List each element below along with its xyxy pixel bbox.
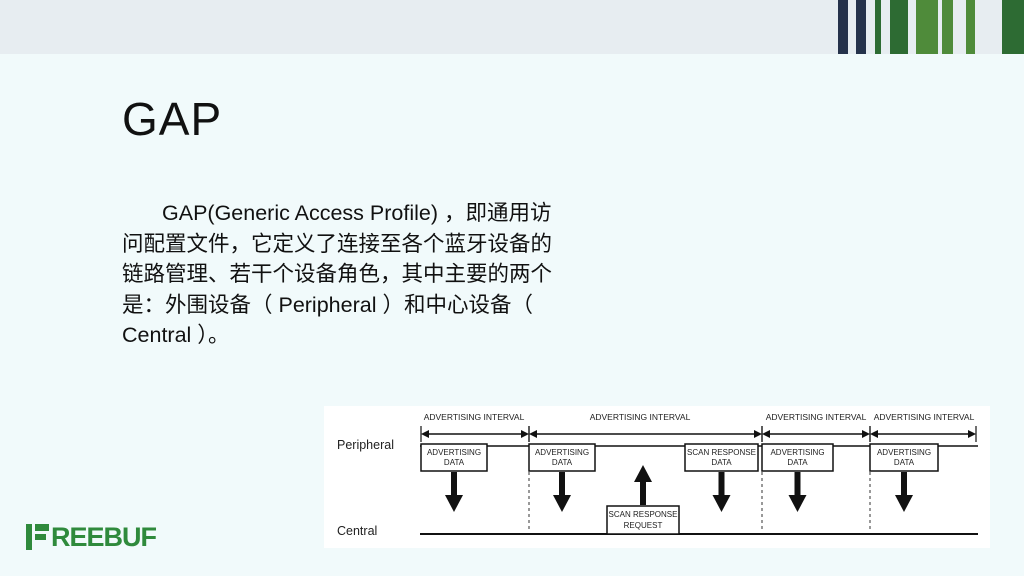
data-box-label: ADVERTISING bbox=[770, 448, 824, 457]
deco-bar bbox=[875, 0, 881, 54]
deco-bar bbox=[890, 0, 908, 54]
down-arrow-shaft bbox=[559, 472, 565, 497]
data-box bbox=[761, 443, 834, 472]
data-box bbox=[869, 443, 939, 472]
interval-arrowhead bbox=[968, 430, 976, 438]
slide-body-text: GAP(Generic Access Profile) ，即通用访问配置文件，它… bbox=[122, 201, 553, 347]
interval-arrowhead bbox=[421, 430, 429, 438]
data-box bbox=[684, 443, 759, 472]
interval-arrowhead bbox=[870, 430, 878, 438]
data-box-label: DATA bbox=[552, 458, 573, 467]
data-box bbox=[420, 443, 488, 472]
interval-label: ADVERTISING INTERVAL bbox=[590, 412, 691, 422]
deco-bar bbox=[942, 0, 953, 54]
deco-bar bbox=[838, 0, 848, 54]
freebuf-logo: REEBUF bbox=[24, 520, 157, 554]
data-box-label: DATA bbox=[787, 458, 808, 467]
down-arrowhead bbox=[553, 495, 571, 512]
interval-arrowhead bbox=[754, 430, 762, 438]
logo-text: REEBUF bbox=[51, 521, 157, 552]
slide-title: GAP bbox=[122, 93, 223, 145]
deco-bar bbox=[916, 0, 938, 54]
down-arrowhead bbox=[788, 495, 807, 512]
interval-label: ADVERTISING INTERVAL bbox=[424, 412, 525, 422]
scan-request-label: REQUEST bbox=[624, 521, 663, 530]
up-arrowhead bbox=[634, 465, 652, 482]
down-arrow-shaft bbox=[451, 472, 457, 497]
deco-bar bbox=[1002, 0, 1024, 54]
interval-label: ADVERTISING INTERVAL bbox=[766, 412, 867, 422]
down-arrowhead bbox=[895, 495, 913, 512]
interval-label: ADVERTISING INTERVAL bbox=[874, 412, 975, 422]
logo-f-mark bbox=[24, 523, 50, 551]
down-arrowhead bbox=[712, 495, 731, 512]
interval-arrowhead bbox=[521, 430, 529, 438]
interval-arrowhead bbox=[862, 430, 870, 438]
down-arrow-shaft bbox=[901, 472, 907, 497]
data-box-label: DATA bbox=[894, 458, 915, 467]
deco-bar bbox=[966, 0, 975, 54]
top-band bbox=[0, 0, 1024, 54]
down-arrowhead bbox=[445, 495, 463, 512]
deco-bar bbox=[856, 0, 866, 54]
data-box-label: DATA bbox=[711, 458, 732, 467]
scan-request-box bbox=[606, 505, 680, 535]
peripheral-label: Peripheral bbox=[337, 438, 394, 452]
down-arrow-shaft bbox=[718, 472, 725, 497]
up-arrow-shaft bbox=[640, 480, 646, 505]
data-box-label: ADVERTISING bbox=[535, 448, 589, 457]
interval-arrowhead bbox=[529, 430, 537, 438]
data-box-label: ADVERTISING bbox=[427, 448, 481, 457]
scan-request-label: SCAN RESPONSE bbox=[609, 510, 678, 519]
data-box bbox=[528, 443, 596, 472]
central-label: Central bbox=[337, 524, 377, 538]
interval-arrowhead bbox=[762, 430, 770, 438]
data-box-label: SCAN RESPONSE bbox=[687, 448, 756, 457]
data-box-label: DATA bbox=[444, 458, 465, 467]
data-box-label: ADVERTISING bbox=[877, 448, 931, 457]
down-arrow-shaft bbox=[794, 472, 801, 497]
